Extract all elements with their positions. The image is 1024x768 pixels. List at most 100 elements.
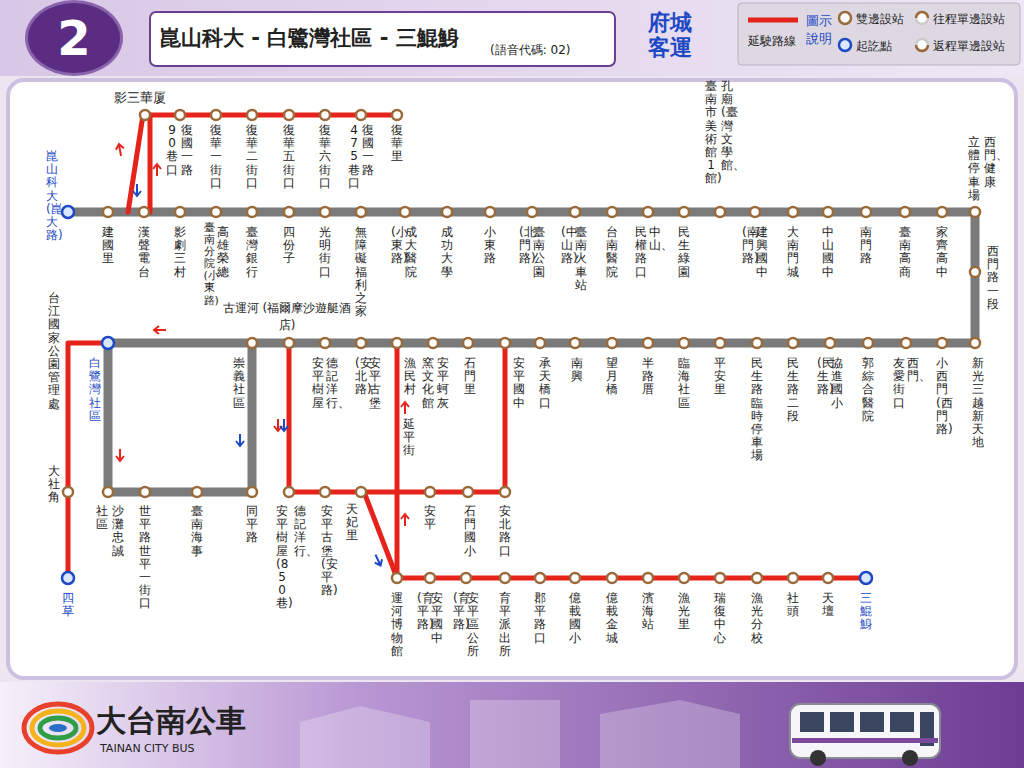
logo-text: 大台南公車: [96, 704, 246, 739]
stop-name: 大南門城: [787, 226, 799, 279]
stop-name: 立體停車場: [968, 136, 980, 202]
stop-name: 台南醫院: [606, 226, 618, 279]
stop-dot: [247, 338, 257, 348]
stop-name: 同平路: [246, 505, 258, 545]
stop-dot: [425, 573, 435, 583]
stop-dot: [715, 338, 725, 348]
stop-dot: [284, 487, 294, 497]
bus-illustration: [790, 704, 940, 766]
stop-name: 台江國家公園管理處: [48, 292, 60, 411]
stop-name: 億載金城: [606, 592, 618, 645]
stop-dot: [392, 338, 402, 348]
stop-name: 西門、: [907, 357, 919, 383]
direction-arrow: [115, 143, 125, 156]
stop-name: 臺南公園: [533, 226, 545, 279]
stop-dot: [500, 573, 510, 583]
stop-name: 望月橋: [606, 357, 618, 397]
stop-name: 郡平路口: [534, 592, 546, 645]
title-box: [150, 12, 615, 66]
legend-swatch: [916, 39, 928, 51]
map-frame: [8, 80, 1016, 678]
stop-dot: [211, 110, 221, 120]
stop-dot: [356, 487, 366, 497]
stop-name: 安平: [424, 505, 436, 531]
stop-name: (中山路): [561, 226, 573, 266]
stop-name: (安北路): [355, 357, 367, 397]
direction-arrow: [274, 419, 282, 431]
stop-dot: [970, 207, 980, 217]
stop-name: 影三華厦: [114, 89, 166, 107]
stop-dot: [570, 338, 580, 348]
stop-name: 友愛街口: [893, 357, 905, 410]
stop-dot: [643, 207, 653, 217]
stop-name: 無障礙福利之家: [355, 226, 367, 318]
route-line: [108, 343, 252, 492]
logo-mark: [24, 704, 92, 752]
stop-name: 建興國中: [756, 226, 768, 279]
stop-name: 四草: [62, 592, 74, 618]
stop-name: 復華二街口: [246, 124, 258, 190]
terminal-dot: [62, 206, 74, 218]
stop-dot: [823, 573, 833, 583]
stop-dot: [175, 207, 185, 217]
stop-name: 臺南火車站: [575, 226, 587, 292]
legend-dot: [916, 12, 928, 24]
stop-name: (小東路): [391, 226, 403, 266]
stop-name: 安平區公所: [467, 592, 479, 658]
stop-name: 民生路二段: [787, 357, 799, 423]
stop-dot: [863, 338, 873, 348]
stop-dot: [500, 487, 510, 497]
stop-dot: [175, 110, 185, 120]
stop-name: 臺南分院(小東路): [204, 222, 215, 307]
stop-dot: [63, 487, 73, 497]
stop-name: 復國一路: [181, 124, 193, 177]
terminal-dot: [62, 572, 74, 584]
stop-name: 新光三越新天地: [972, 357, 984, 449]
stop-dot: [752, 573, 762, 583]
stop-dot: [500, 338, 510, 348]
stop-dot: [643, 573, 653, 583]
stop-dot: [535, 573, 545, 583]
stop-dot: [788, 207, 798, 217]
stop-name: 漁光分校: [751, 592, 763, 645]
stop-dot: [527, 207, 537, 217]
stop-name: 協進國小: [831, 357, 843, 410]
stop-name: 成功大學: [441, 226, 453, 279]
stop-name: 安平國中: [513, 357, 525, 410]
stop-name: 安平樹屋: [312, 357, 324, 410]
stop-dot: [211, 207, 221, 217]
stop-dot: [679, 573, 689, 583]
stop-name: 社區: [96, 505, 108, 531]
stop-name: 瑞復中心: [714, 592, 726, 645]
stop-name: 475巷口: [348, 124, 360, 190]
stop-dot: [284, 207, 294, 217]
stop-name: 窯文化館: [422, 357, 434, 410]
extension-line: [68, 343, 108, 578]
legend-dot: [916, 39, 928, 51]
stop-dot: [392, 110, 402, 120]
stop-dot: [192, 487, 202, 497]
terminal-dot: [860, 572, 872, 584]
stop-dot: [428, 338, 438, 348]
legend-text: 往程單邊設站: [933, 11, 1005, 28]
legend-half: [916, 45, 928, 51]
stop-name: 西門、健康: [984, 136, 996, 189]
direction-arrow: [280, 419, 288, 431]
stop-dot: [750, 207, 760, 217]
skyline-decor: [300, 700, 740, 768]
stop-name: 安平古堡(安平路): [321, 505, 333, 597]
stop-name: 天妃里: [346, 503, 358, 543]
stop-name: 大社角: [48, 465, 60, 505]
stop-dot: [535, 338, 545, 348]
direction-arrow: [236, 434, 244, 446]
stop-name: 安平蚵灰: [437, 357, 449, 410]
stop-dot: [825, 338, 835, 348]
stop-name: 復華五街口: [283, 124, 295, 190]
stop-dot: [788, 338, 798, 348]
stop-name: 漁民村: [404, 357, 416, 397]
stop-name: 臺灣銀行: [246, 226, 258, 279]
stop-name: (南門路): [742, 226, 754, 266]
stop-dot: [901, 338, 911, 348]
stop-name: 臺南市美術館1館): [705, 80, 717, 186]
stop-name: 南門路: [860, 226, 872, 266]
